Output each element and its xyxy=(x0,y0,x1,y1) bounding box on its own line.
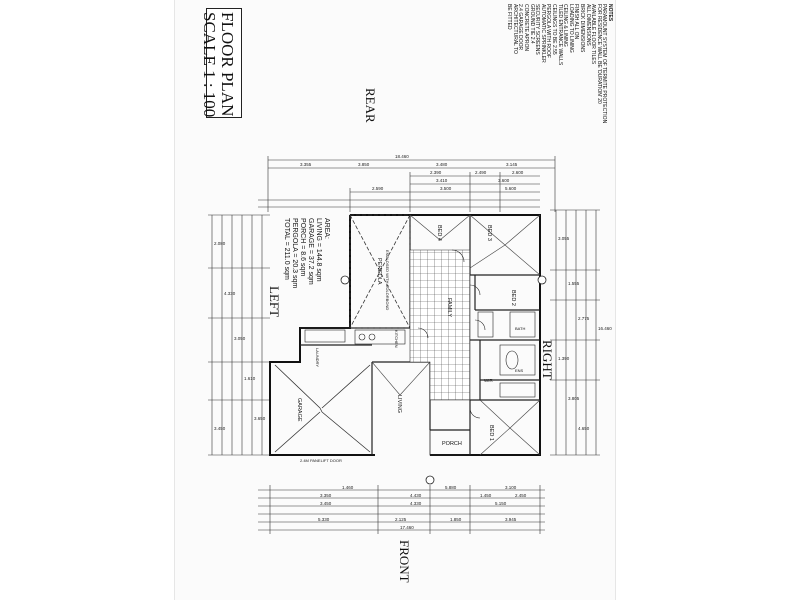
dim-right: 3.055 xyxy=(558,236,570,241)
title-block xyxy=(206,8,242,118)
right-dimension-lines xyxy=(550,209,600,456)
dim-bottom4: 3.945 xyxy=(505,517,517,522)
dim-top: 3.355 xyxy=(300,162,312,167)
room-porch: PORCH xyxy=(442,441,462,447)
room-labels: PERGOLA ENCLOSED WITH COLORBOND BED 4 BE… xyxy=(296,225,525,447)
dim-top2: 2.390 xyxy=(430,170,442,175)
fixtures xyxy=(304,311,536,398)
dim-bottom1: 5.880 xyxy=(445,485,457,490)
dim-top-overall: 18.460 xyxy=(395,154,409,159)
dim-bottom3: 3.450 xyxy=(320,501,332,506)
room-laundry: LAUNDRY xyxy=(315,348,320,367)
right-dimension-text: 3.055 1.555 2.775 1.390 3.805 4.650 16.4… xyxy=(558,236,612,431)
dim-right: 3.805 xyxy=(568,396,580,401)
dim-right: 1.555 xyxy=(568,281,580,286)
bottom-dimension-lines xyxy=(258,485,545,534)
dim-bottom3: 4.330 xyxy=(410,501,422,506)
dim-right: 1.390 xyxy=(558,356,570,361)
dim-left: 2.080 xyxy=(214,241,226,246)
dim-top: 3.480 xyxy=(436,162,448,167)
garage-roof-lines xyxy=(274,364,371,453)
dim-top: 3.850 xyxy=(358,162,370,167)
room-ens: ENS xyxy=(515,368,524,373)
dim-bottom4: 2.125 xyxy=(395,517,407,522)
room-pergola: PERGOLA xyxy=(376,258,382,285)
dim-left: 3.050 xyxy=(234,336,246,341)
door-swings xyxy=(417,249,486,419)
dim-bottom2: 2.450 xyxy=(515,493,527,498)
top-dimension-text: 18.460 3.355 3.850 3.480 3.145 2.390 2.4… xyxy=(300,154,524,191)
dim-bottom4: 5.330 xyxy=(318,517,330,522)
dim-bottom4: 1.850 xyxy=(450,517,462,522)
dim-top: 3.145 xyxy=(506,162,518,167)
room-garage: GARAGE xyxy=(296,398,302,422)
room-bed2: BED 2 xyxy=(510,290,516,306)
tiled-floor-area xyxy=(409,249,471,401)
room-family: FAMILY xyxy=(446,298,452,317)
dim-right: 4.650 xyxy=(578,426,590,431)
dim-bottom1: 1.460 xyxy=(342,485,354,490)
section-markers xyxy=(340,275,547,485)
dim-top2: 2.600 xyxy=(512,170,524,175)
dim-top2: 2.490 xyxy=(475,170,487,175)
dim-left: 3.450 xyxy=(214,426,226,431)
room-pergola-note: ENCLOSED WITH COLORBOND xyxy=(385,250,390,310)
dim-bottom-overall: 17.460 xyxy=(400,525,414,530)
dim-left: 1.610 xyxy=(244,376,256,381)
garage-door-note: 2.4M PANELIFT DOOR xyxy=(300,458,342,463)
porch-outline xyxy=(429,429,471,456)
room-bed4: BED 4 xyxy=(436,225,442,241)
dim-bottom3: 5.150 xyxy=(495,501,507,506)
dim-left: 3.650 xyxy=(254,416,266,421)
dim-top3: 3.410 xyxy=(436,178,448,183)
top-dimension-lines xyxy=(258,156,556,212)
dim-right-overall: 16.460 xyxy=(598,326,612,331)
bedroom-roof-lines xyxy=(371,214,541,456)
bottom-dimension-text: 1.460 5.880 3.100 3.350 4.430 1.450 2.45… xyxy=(318,485,527,530)
dim-bottom1: 3.100 xyxy=(505,485,517,490)
dim-left: 4.330 xyxy=(224,291,236,296)
dim-right: 2.775 xyxy=(578,316,590,321)
room-bed3: BED 3 xyxy=(486,225,492,241)
room-wir: WIR xyxy=(484,378,493,383)
room-bed1: BED 1 xyxy=(488,425,494,441)
left-dimension-text: 2.080 4.330 3.050 1.610 3.650 3.450 xyxy=(214,241,266,431)
dim-bottom2: 4.430 xyxy=(410,493,422,498)
dim-bottom2: 1.450 xyxy=(480,493,492,498)
dim-top4: 3.500 xyxy=(440,186,452,191)
dim-top4: 2.590 xyxy=(372,186,384,191)
room-bath: BATH xyxy=(515,326,525,331)
room-living: LIVING xyxy=(396,395,402,413)
left-dimension-lines xyxy=(208,214,270,456)
dim-top4: 5.600 xyxy=(505,186,517,191)
room-kitchen: KITCHEN xyxy=(394,330,399,348)
dim-top3: 3.600 xyxy=(498,178,510,183)
dim-bottom2: 3.350 xyxy=(320,493,332,498)
